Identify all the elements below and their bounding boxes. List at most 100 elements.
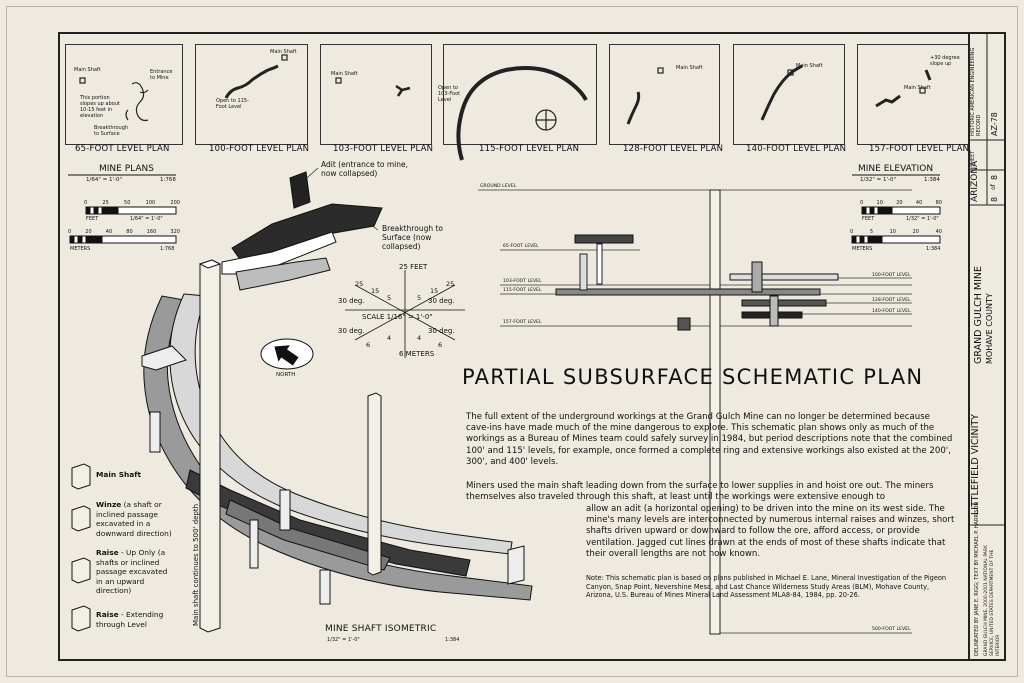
iso-tick: 15 [430,287,439,295]
plan-label-main-shaft: Main Shaft [904,85,931,91]
iso-deg-tl: 30 deg. [338,297,365,305]
plan-100-shaft [281,54,288,61]
plan-label-slope-30: +30 degree slope up [930,55,960,67]
iso-tick: 25 [355,280,364,288]
leader-lines [299,167,379,231]
plan-128-workings [626,91,641,125]
mine-plans-scale-bar [68,174,177,244]
elev-feet-seg-1 [861,206,867,215]
iso-main-shaft-top [198,259,222,269]
elevation-raise-1 [579,253,588,291]
plans-meters-seg-3 [85,235,103,244]
tick: 20 [912,229,919,235]
tick: 50 [124,200,131,206]
iso-scale-compass [345,270,465,358]
plan-label-open-103: Open to 103-Foot Level [438,85,461,103]
elev-label-128: 128-FOOT LEVEL [872,298,911,303]
tick: 200 [170,200,180,206]
legend-title: Raise [96,548,119,557]
delineated-by: DELINEATED BY JANE E. RIGG; TEXT BY MICH… [974,501,980,656]
plan-sketches [79,54,932,161]
elevation-winze-1 [596,243,603,285]
elev-label-103: 103-FOOT LEVEL [503,279,542,284]
tick: 10 [889,229,896,235]
iso-raise-3 [279,489,291,531]
plan-157-shaft [919,87,926,94]
elev-meters-bar [851,235,941,244]
mine-elevation-ratio: 1:384 [924,177,940,183]
elevation-level-lines [478,189,912,634]
iso-tunnel-grey-1 [235,257,331,291]
plan-label-main-shaft: Main Shaft [270,49,297,55]
iso-scale-ratio: SCALE 1/16" = 1'-0" [362,313,433,321]
legend-icon-winze [71,505,91,532]
mine-plans-inline-scale: 1/64" = 1'-0" [130,216,163,222]
legend-raise-extending: Raise - Extending through Level [96,610,174,629]
elev-label-115: 115-FOOT LEVEL [503,288,542,293]
legend-icon-main-shaft [71,463,91,490]
elev-label-ground: GROUND LEVEL [480,184,517,189]
plan-65-workings [125,82,149,122]
mine-elevation-inline-scale: 1/32" = 1'-0" [906,216,939,222]
legend-desc: (a shaft or inclined passage excavated i… [96,500,172,538]
mine-elevation-feet-label: FEET [862,216,875,222]
plan-caption-157: 157-FOOT LEVEL PLAN [869,144,970,154]
plan-115-compass-cross [536,110,556,130]
legend-icons [71,463,91,632]
iso-deg-tr: 30 deg. [428,297,455,305]
iso-shaft-2 [367,392,382,576]
plan-label-main-shaft: Main Shaft [74,67,101,73]
agency-text: GRAND GULCH MINE, 2000-2001 NATIONAL PAR… [984,545,1001,656]
plan-label-entrance: Entrance to Mine [150,69,173,81]
elev-label-100: 100-FOOT LEVEL [872,273,911,278]
source-note: Note: This schematic plan is based on pl… [586,574,947,600]
plan-115-workings [456,66,588,161]
elev-feet-seg-2 [869,206,875,215]
tick: 5 [869,229,873,235]
breakthrough-leader [363,219,379,231]
plan-128-shaft [657,67,664,74]
mine-elevation-scale-bar [851,174,941,244]
north-label: NORTH [276,372,296,378]
tick: 0 [850,229,854,235]
elev-meters-seg-3 [867,235,883,244]
plan-115: Open to 103-Foot Level [438,44,597,145]
paragraph-1: The full extent of the underground worki… [466,412,953,467]
mine-plans-ratio: 1:768 [160,177,176,183]
iso-adit [289,171,311,209]
north-arrow [260,338,314,370]
elev-label-140: 140-FOOT LEVEL [872,309,911,314]
mine-plans-meters-ratio: 1:768 [160,246,175,252]
iso-scale-feet: 25 FEET [399,263,428,271]
plan-caption-103: 103-FOOT LEVEL PLAN [333,144,434,154]
title-strip-dividers [968,32,1006,526]
plan-label-open-115: Open to 115-Foot Level [216,98,249,110]
elevation-157-workings [677,317,691,331]
tick: 0 [68,229,72,235]
elevation-65-workings [574,234,634,244]
legend-raise-up: Raise - Up Only (a shafts or inclined pa… [96,548,174,596]
elev-label-500: 500-FOOT LEVEL [872,627,911,632]
title-county: MOHAVE COUNTY [985,293,994,364]
sheet-total: 8 [990,174,999,180]
elevation-raise-2 [751,261,763,293]
legend-title: Main Shaft [96,470,142,479]
legend-icon-raise-up [71,557,91,584]
iso-raise-1 [149,411,161,453]
title-strip [968,32,1006,661]
adit-leader [299,167,319,185]
isometric-shafts [198,259,382,633]
legend-main-shaft: Main Shaft [96,470,174,480]
plan-103-workings [395,84,411,97]
iso-tick: 25 [446,280,455,288]
iso-tick: 15 [371,287,380,295]
elevation-115-workings [555,288,821,296]
tick: 10 [876,200,883,206]
iso-tick: 6 [366,341,371,349]
plan-65-shaft [79,77,86,84]
iso-upper-tunnel-white [221,231,337,275]
main-shaft-depth-label: Main shaft continues to 500' depth [192,503,200,626]
